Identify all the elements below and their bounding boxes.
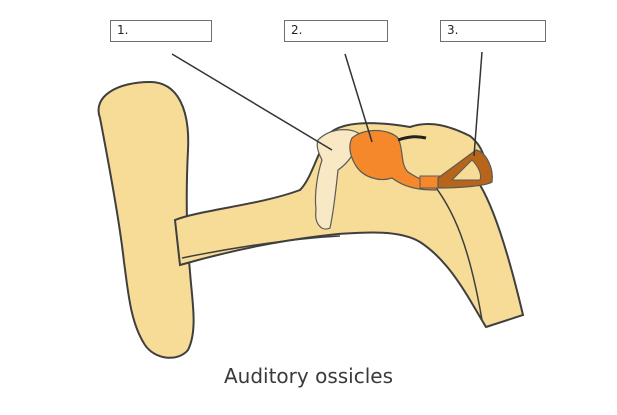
label-box-1[interactable]: 1. <box>110 20 212 42</box>
leader-line-1 <box>171 53 333 151</box>
label-number-1: 1. <box>117 23 129 37</box>
label-number-2: 2. <box>291 23 303 37</box>
leader-line-3 <box>473 51 483 157</box>
label-box-3[interactable]: 3. <box>440 20 546 42</box>
diagram-caption: Auditory ossicles <box>223 364 393 388</box>
canal-inner-line <box>181 235 341 259</box>
pinna <box>97 80 195 359</box>
label-box-2[interactable]: 2. <box>284 20 388 42</box>
label-number-3: 3. <box>447 23 459 37</box>
canal-inner-line <box>429 179 483 321</box>
stapes-inner <box>450 159 481 181</box>
leader-line-2 <box>344 53 373 143</box>
tendon <box>397 135 427 142</box>
